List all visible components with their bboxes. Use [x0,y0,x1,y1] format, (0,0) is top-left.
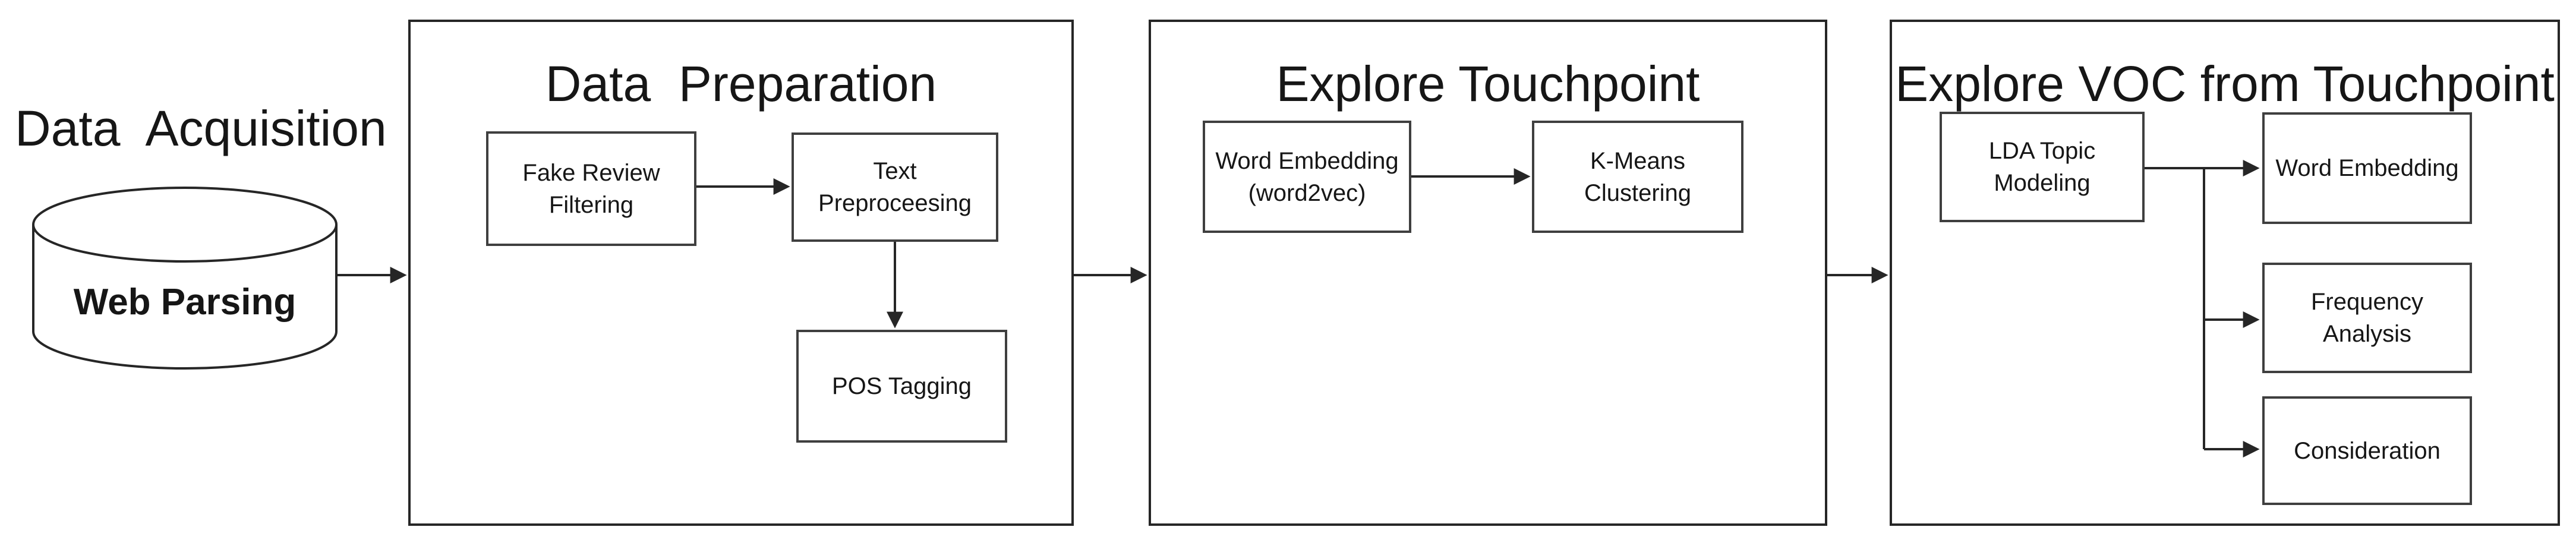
word-embedding-word2vec-box: Word Embedding (word2vec) [1203,121,1411,233]
preparation-panel-title: Data Preparation [545,56,937,112]
database-cylinder-icon [32,187,338,370]
touchpoint-panel: Explore Touchpoint [1149,20,1827,526]
frequency-analysis-box: Frequency Analysis [2262,263,2472,373]
kmeans-clustering-box: K-Means Clustering [1532,121,1743,233]
voc-word-embedding-box: Word Embedding [2262,112,2472,224]
text-preprocessing-box: Text Preproceesing [792,132,998,242]
acquisition-stage-title: Data Acquisition [15,100,387,156]
pos-tagging-box: POS Tagging [796,330,1007,443]
fake-review-filtering-box: Fake Review Filtering [486,131,696,246]
database-label: Web Parsing [73,282,297,323]
preparation-panel: Data Preparation [408,20,1074,526]
voc-panel-title: Explore VOC from Touchpoint [1895,56,2555,112]
voc-panel: Explore VOC from Touchpoint [1890,20,2560,526]
consideration-box: Consideration [2262,396,2472,505]
lda-topic-modeling-box: LDA Topic Modeling [1940,112,2145,222]
touchpoint-panel-title: Explore Touchpoint [1276,56,1700,112]
